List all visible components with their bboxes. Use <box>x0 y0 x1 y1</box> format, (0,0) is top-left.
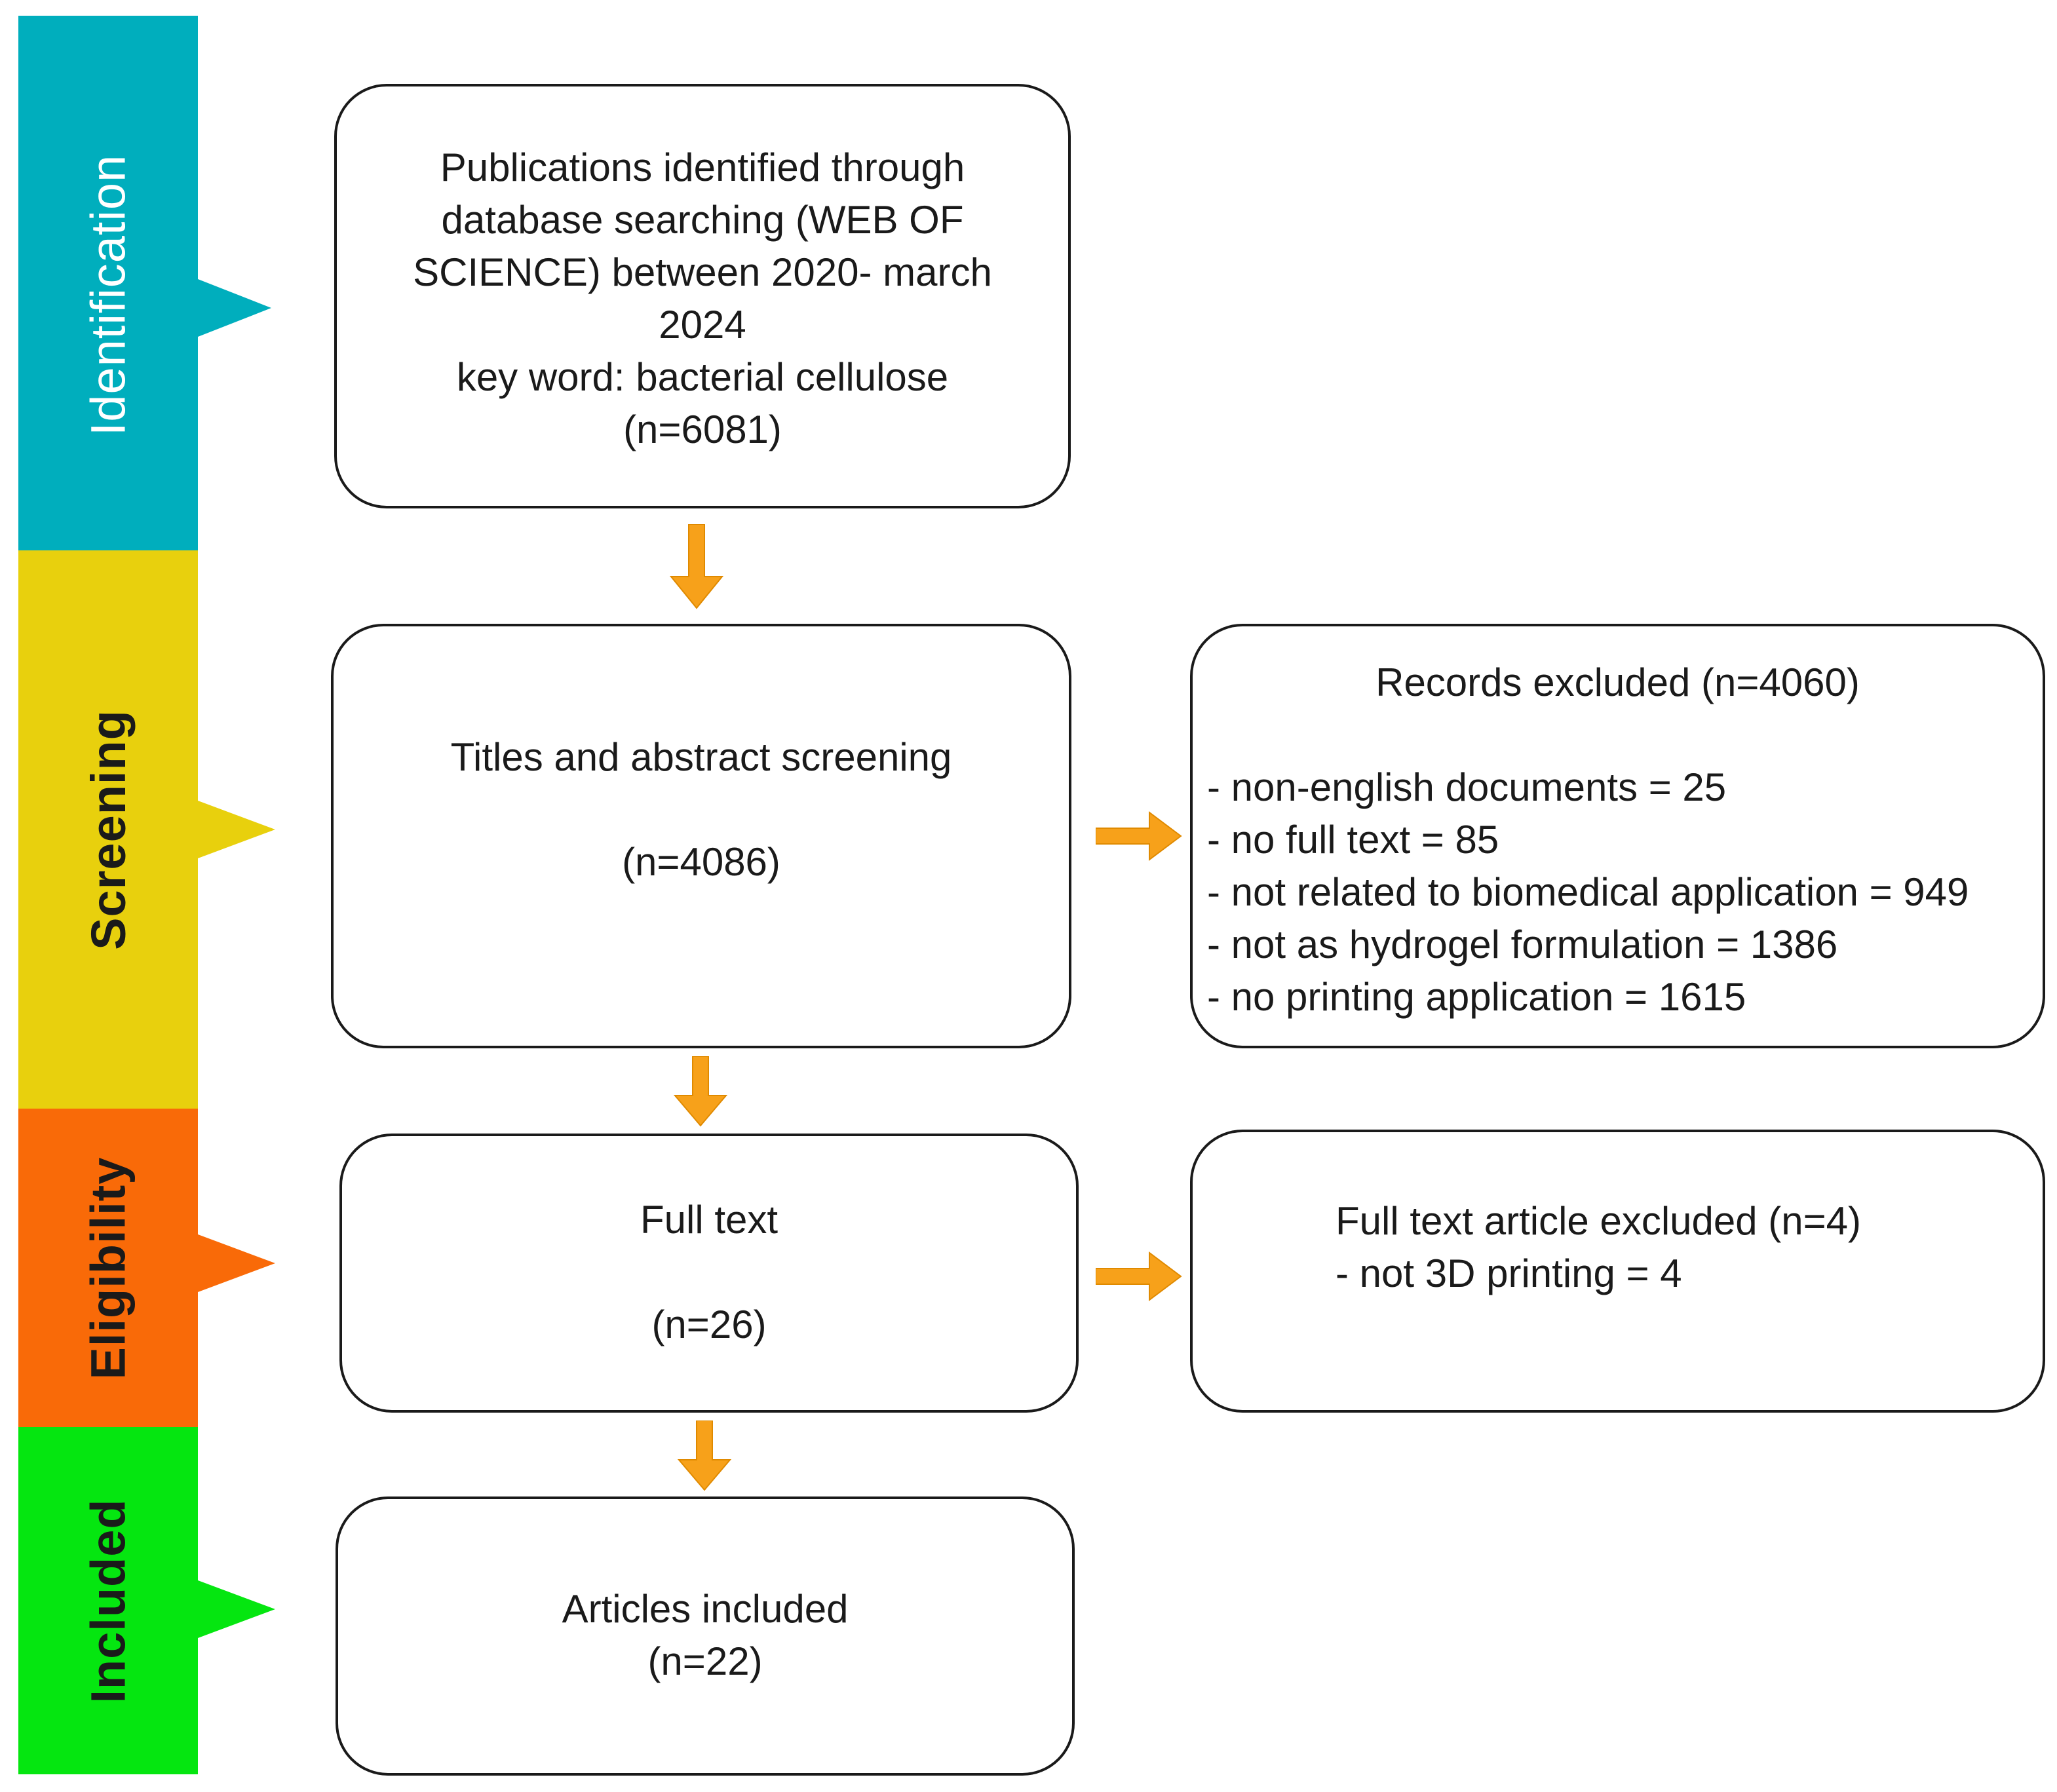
identification-line: Publications identified through <box>440 145 965 189</box>
arrow-down-identification-to-screening <box>669 524 724 609</box>
identification-line: key word: bacterial cellulose <box>456 355 949 399</box>
records-excluded-title: Records excluded (n=4060) <box>1375 660 1860 704</box>
arrow-down-screening-to-full-text <box>673 1056 728 1127</box>
identification-line: SCIENCE) between 2020- march <box>413 250 992 294</box>
phase-band-identification: Identification <box>18 16 198 574</box>
phase-label-included: Included <box>81 1498 136 1704</box>
phase-pointer-screening <box>198 801 275 858</box>
full-text-count: (n=26) <box>651 1303 767 1346</box>
phase-pointer-included <box>198 1580 275 1638</box>
included-count: (n=22) <box>647 1639 763 1683</box>
identification-line: 2024 <box>659 303 746 347</box>
records-excluded-item: - no printing application = 1615 <box>1207 975 1746 1019</box>
records-excluded-item: - no full text = 85 <box>1207 818 1499 862</box>
arrow-right-screening-to-excluded <box>1096 811 1182 861</box>
phase-band-included: Included <box>18 1427 198 1774</box>
records-excluded-item: - not related to biomedical application … <box>1207 870 1969 914</box>
records-excluded-box: Records excluded (n=4060) - non-english … <box>1190 624 2045 1048</box>
phase-pointer-identification <box>198 279 271 337</box>
records-excluded-item: - non-english documents = 25 <box>1207 765 1727 809</box>
included-title: Articles included <box>562 1587 849 1631</box>
included-box: Articles included (n=22) <box>336 1497 1075 1776</box>
full-text-title: Full text <box>640 1198 779 1242</box>
identification-count: (n=6081) <box>623 408 782 451</box>
full-text-box: Full text (n=26) <box>339 1134 1079 1413</box>
records-excluded-item: - not as hydrogel formulation = 1386 <box>1207 923 1838 966</box>
fulltext-excluded-box: Full text article excluded (n=4) - not 3… <box>1190 1130 2045 1413</box>
phase-label-identification: Identification <box>81 154 136 436</box>
fulltext-excluded-title: Full text article excluded (n=4) <box>1336 1199 1862 1243</box>
identification-line: database searching (WEB OF <box>441 198 964 242</box>
screening-count: (n=4086) <box>622 840 780 884</box>
phase-band-screening: Screening <box>18 550 198 1109</box>
phase-label-screening: Screening <box>81 709 136 950</box>
fulltext-excluded-item: - not 3D printing = 4 <box>1336 1251 1682 1295</box>
identification-box: Publications identified through database… <box>334 84 1071 508</box>
arrow-down-full-text-to-included <box>677 1420 732 1491</box>
phase-label-eligibility: Eligibility <box>81 1156 136 1379</box>
screening-box: Titles and abstract screening (n=4086) <box>331 624 1071 1048</box>
phase-pointer-eligibility <box>198 1234 275 1292</box>
phase-band-eligibility: Eligibility <box>18 1109 198 1427</box>
arrow-right-full-text-to-excluded <box>1096 1251 1182 1301</box>
screening-title: Titles and abstract screening <box>450 735 952 779</box>
